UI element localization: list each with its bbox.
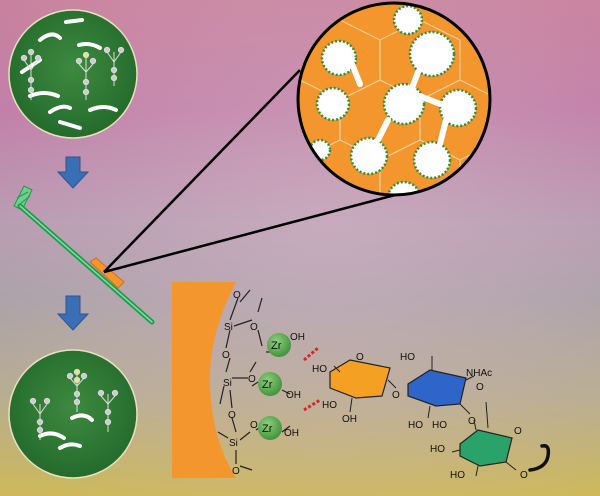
- atom-label-ho: HO: [408, 420, 423, 431]
- pipette-tip-icon: [13, 185, 155, 325]
- atom-label-oh: OH: [284, 428, 299, 439]
- atom-label-o: O: [468, 416, 476, 427]
- atom-label-o: O: [222, 350, 230, 361]
- glycan-tree-icon: [20, 48, 42, 100]
- chemical-structure: [217, 289, 291, 471]
- material-surface: [172, 282, 236, 478]
- zoom-lines: [103, 69, 396, 274]
- atom-label-o: O: [250, 322, 258, 333]
- atom-label-zr: Zr: [271, 340, 282, 352]
- glycan-tree-icon: [29, 397, 51, 440]
- atom-label-oh: OH: [286, 390, 301, 401]
- atom-label-si: Si: [223, 378, 232, 389]
- atom-label-ho: HO: [430, 444, 445, 455]
- peptide-linkage-squiggle: [528, 443, 551, 472]
- atom-label-o: O: [233, 290, 241, 301]
- atom-label-o: O: [356, 352, 364, 363]
- atom-label-zr: Zr: [262, 379, 273, 391]
- atom-label-o: O: [514, 426, 522, 437]
- peptide-strands-bottom: [38, 413, 94, 450]
- atom-label-nhac: NHAc: [466, 368, 492, 379]
- glycan-tree-icon: [103, 46, 125, 86]
- atom-label-o: O: [228, 410, 236, 421]
- glycan-tree-icon: [66, 368, 88, 412]
- atom-label-ho: HO: [400, 352, 415, 363]
- glycan-tree-icon: [75, 51, 97, 100]
- sample-before-circle: [8, 9, 138, 139]
- sugar-ring-orange: [329, 359, 397, 413]
- atom-label-si: Si: [229, 438, 238, 449]
- atom-label-ho: HO: [312, 364, 327, 375]
- atom-label-o: O: [392, 390, 400, 401]
- atom-label-o: O: [232, 466, 240, 477]
- atom-label-oh: OH: [342, 414, 357, 425]
- atom-label-ho: HO: [322, 400, 337, 411]
- glycan-tree-icon: [97, 389, 119, 432]
- down-arrow-icon: [56, 295, 90, 331]
- sugar-ring-green: [451, 419, 517, 477]
- zr-atom: [258, 372, 282, 396]
- zr-atom: [258, 416, 282, 440]
- atom-label-ho: HO: [432, 420, 447, 431]
- glycosidic-bond: [485, 401, 489, 429]
- atom-label-si: Si: [224, 322, 233, 333]
- atom-label-o: O: [248, 374, 256, 385]
- down-arrow-icon: [56, 156, 90, 189]
- sugar-ring-blue: [407, 356, 475, 419]
- porous-material-zoom: [296, 1, 492, 197]
- atom-label-oh: OH: [290, 332, 305, 343]
- sample-after-circle: [8, 349, 138, 479]
- atom-label-o: O: [476, 382, 484, 393]
- atom-label-o: O: [250, 420, 258, 431]
- atom-label-o: O: [520, 470, 528, 481]
- atom-label-ho: HO: [450, 470, 465, 481]
- atom-label-zr: Zr: [262, 423, 273, 435]
- zr-atom: [267, 333, 291, 357]
- peptide-strands-top: [20, 18, 118, 130]
- hydrogen-bond: [303, 346, 321, 412]
